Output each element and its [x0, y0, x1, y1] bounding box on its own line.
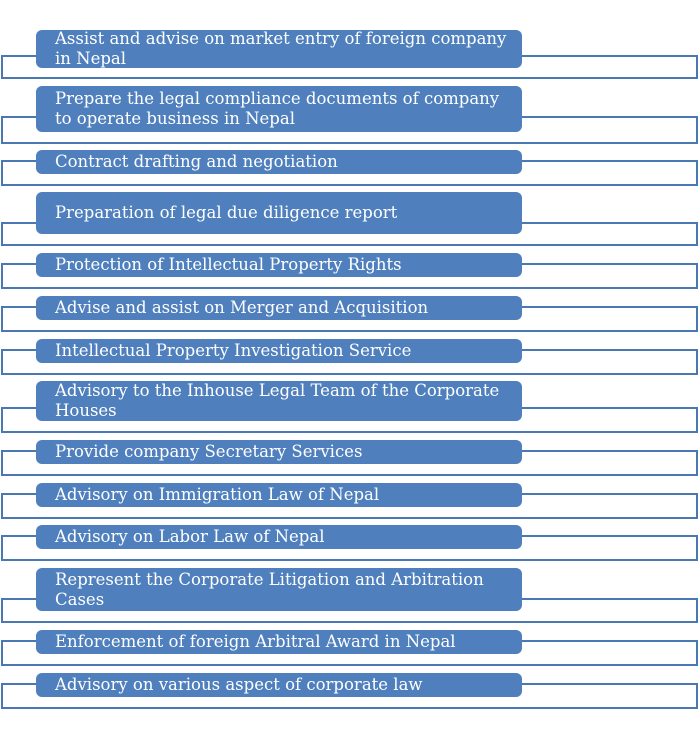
service-label: Represent the Corporate Litigation and A…	[55, 569, 484, 609]
service-row: Advisory to the Inhouse Legal Team of th…	[0, 381, 699, 433]
service-row: Protection of Intellectual Property Righ…	[0, 253, 699, 289]
service-row: Advisory on Immigration Law of Nepal	[0, 483, 699, 519]
service-label: Enforcement of foreign Arbitral Award in…	[55, 632, 456, 651]
service-label: Advisory on Immigration Law of Nepal	[55, 485, 380, 504]
service-box: Provide company Secretary Services	[36, 440, 522, 464]
service-row: Enforcement of foreign Arbitral Award in…	[0, 630, 699, 666]
service-label: Advise and assist on Merger and Acquisit…	[55, 298, 429, 317]
service-label: Contract drafting and negotiation	[55, 152, 338, 171]
service-row: Intellectual Property Investigation Serv…	[0, 339, 699, 375]
service-box: Enforcement of foreign Arbitral Award in…	[36, 630, 522, 654]
service-label: Advisory on Labor Law of Nepal	[55, 527, 325, 546]
service-row: Provide company Secretary Services	[0, 440, 699, 476]
service-row: Contract drafting and negotiation	[0, 150, 699, 186]
service-label: Intellectual Property Investigation Serv…	[55, 341, 412, 360]
service-box: Advisory on Immigration Law of Nepal	[36, 483, 522, 507]
service-row: Represent the Corporate Litigation and A…	[0, 568, 699, 623]
service-box: Prepare the legal compliance documents o…	[36, 86, 522, 132]
service-box: Assist and advise on market entry of for…	[36, 29, 522, 68]
service-box: Advise and assist on Merger and Acquisit…	[36, 296, 522, 320]
service-box: Protection of Intellectual Property Righ…	[36, 253, 522, 277]
service-row: Advisory on Labor Law of Nepal	[0, 525, 699, 561]
service-box: Contract drafting and negotiation	[36, 150, 522, 174]
service-label: Advisory to the Inhouse Legal Team of th…	[55, 381, 500, 420]
service-box: Represent the Corporate Litigation and A…	[36, 568, 522, 611]
service-label: Assist and advise on market entry of for…	[55, 29, 507, 68]
service-label: Preparation of legal due diligence repor…	[55, 203, 398, 222]
service-box: Preparation of legal due diligence repor…	[36, 192, 522, 234]
service-row: Preparation of legal due diligence repor…	[0, 192, 699, 246]
service-label: Provide company Secretary Services	[55, 442, 363, 461]
service-box: Advisory on various aspect of corporate …	[36, 673, 522, 697]
service-label: Protection of Intellectual Property Righ…	[55, 255, 402, 274]
service-row: Advise and assist on Merger and Acquisit…	[0, 296, 699, 332]
service-row: Advisory on various aspect of corporate …	[0, 673, 699, 709]
service-row: Prepare the legal compliance documents o…	[0, 86, 699, 144]
service-box: Advisory on Labor Law of Nepal	[36, 525, 522, 549]
service-box: Intellectual Property Investigation Serv…	[36, 339, 522, 363]
service-label: Prepare the legal compliance documents o…	[55, 89, 500, 128]
service-box: Advisory to the Inhouse Legal Team of th…	[36, 381, 522, 421]
service-row: Assist and advise on market entry of for…	[0, 29, 699, 80]
service-label: Advisory on various aspect of corporate …	[55, 675, 423, 694]
